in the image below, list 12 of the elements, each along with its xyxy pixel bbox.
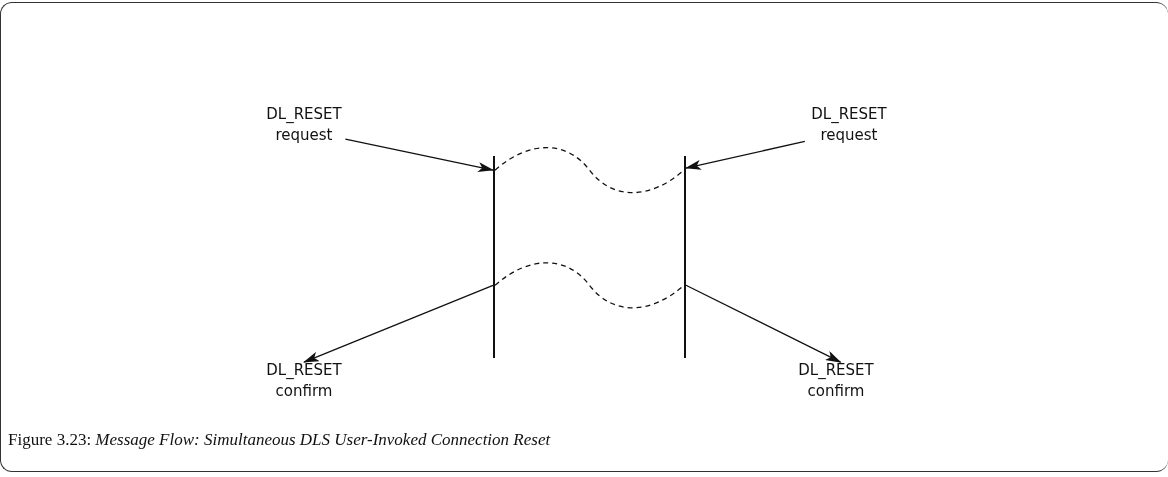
timeline-bar	[684, 156, 686, 358]
message-label: DL_RESET confirm	[258, 360, 350, 404]
message-label: DL_RESET request	[258, 104, 350, 148]
arrow	[303, 284, 494, 363]
message-label: DL_RESET request	[803, 104, 895, 148]
arrow	[685, 284, 842, 363]
arrow	[344, 138, 494, 172]
arrow	[685, 140, 806, 170]
dashed-connector	[494, 147, 685, 194]
message-label: DL_RESET confirm	[790, 360, 882, 404]
figure-caption: Figure 3.23: Message Flow: Simultaneous DLS User-Invoked Connection Reset	[8, 430, 551, 450]
timeline-bar	[493, 156, 495, 358]
